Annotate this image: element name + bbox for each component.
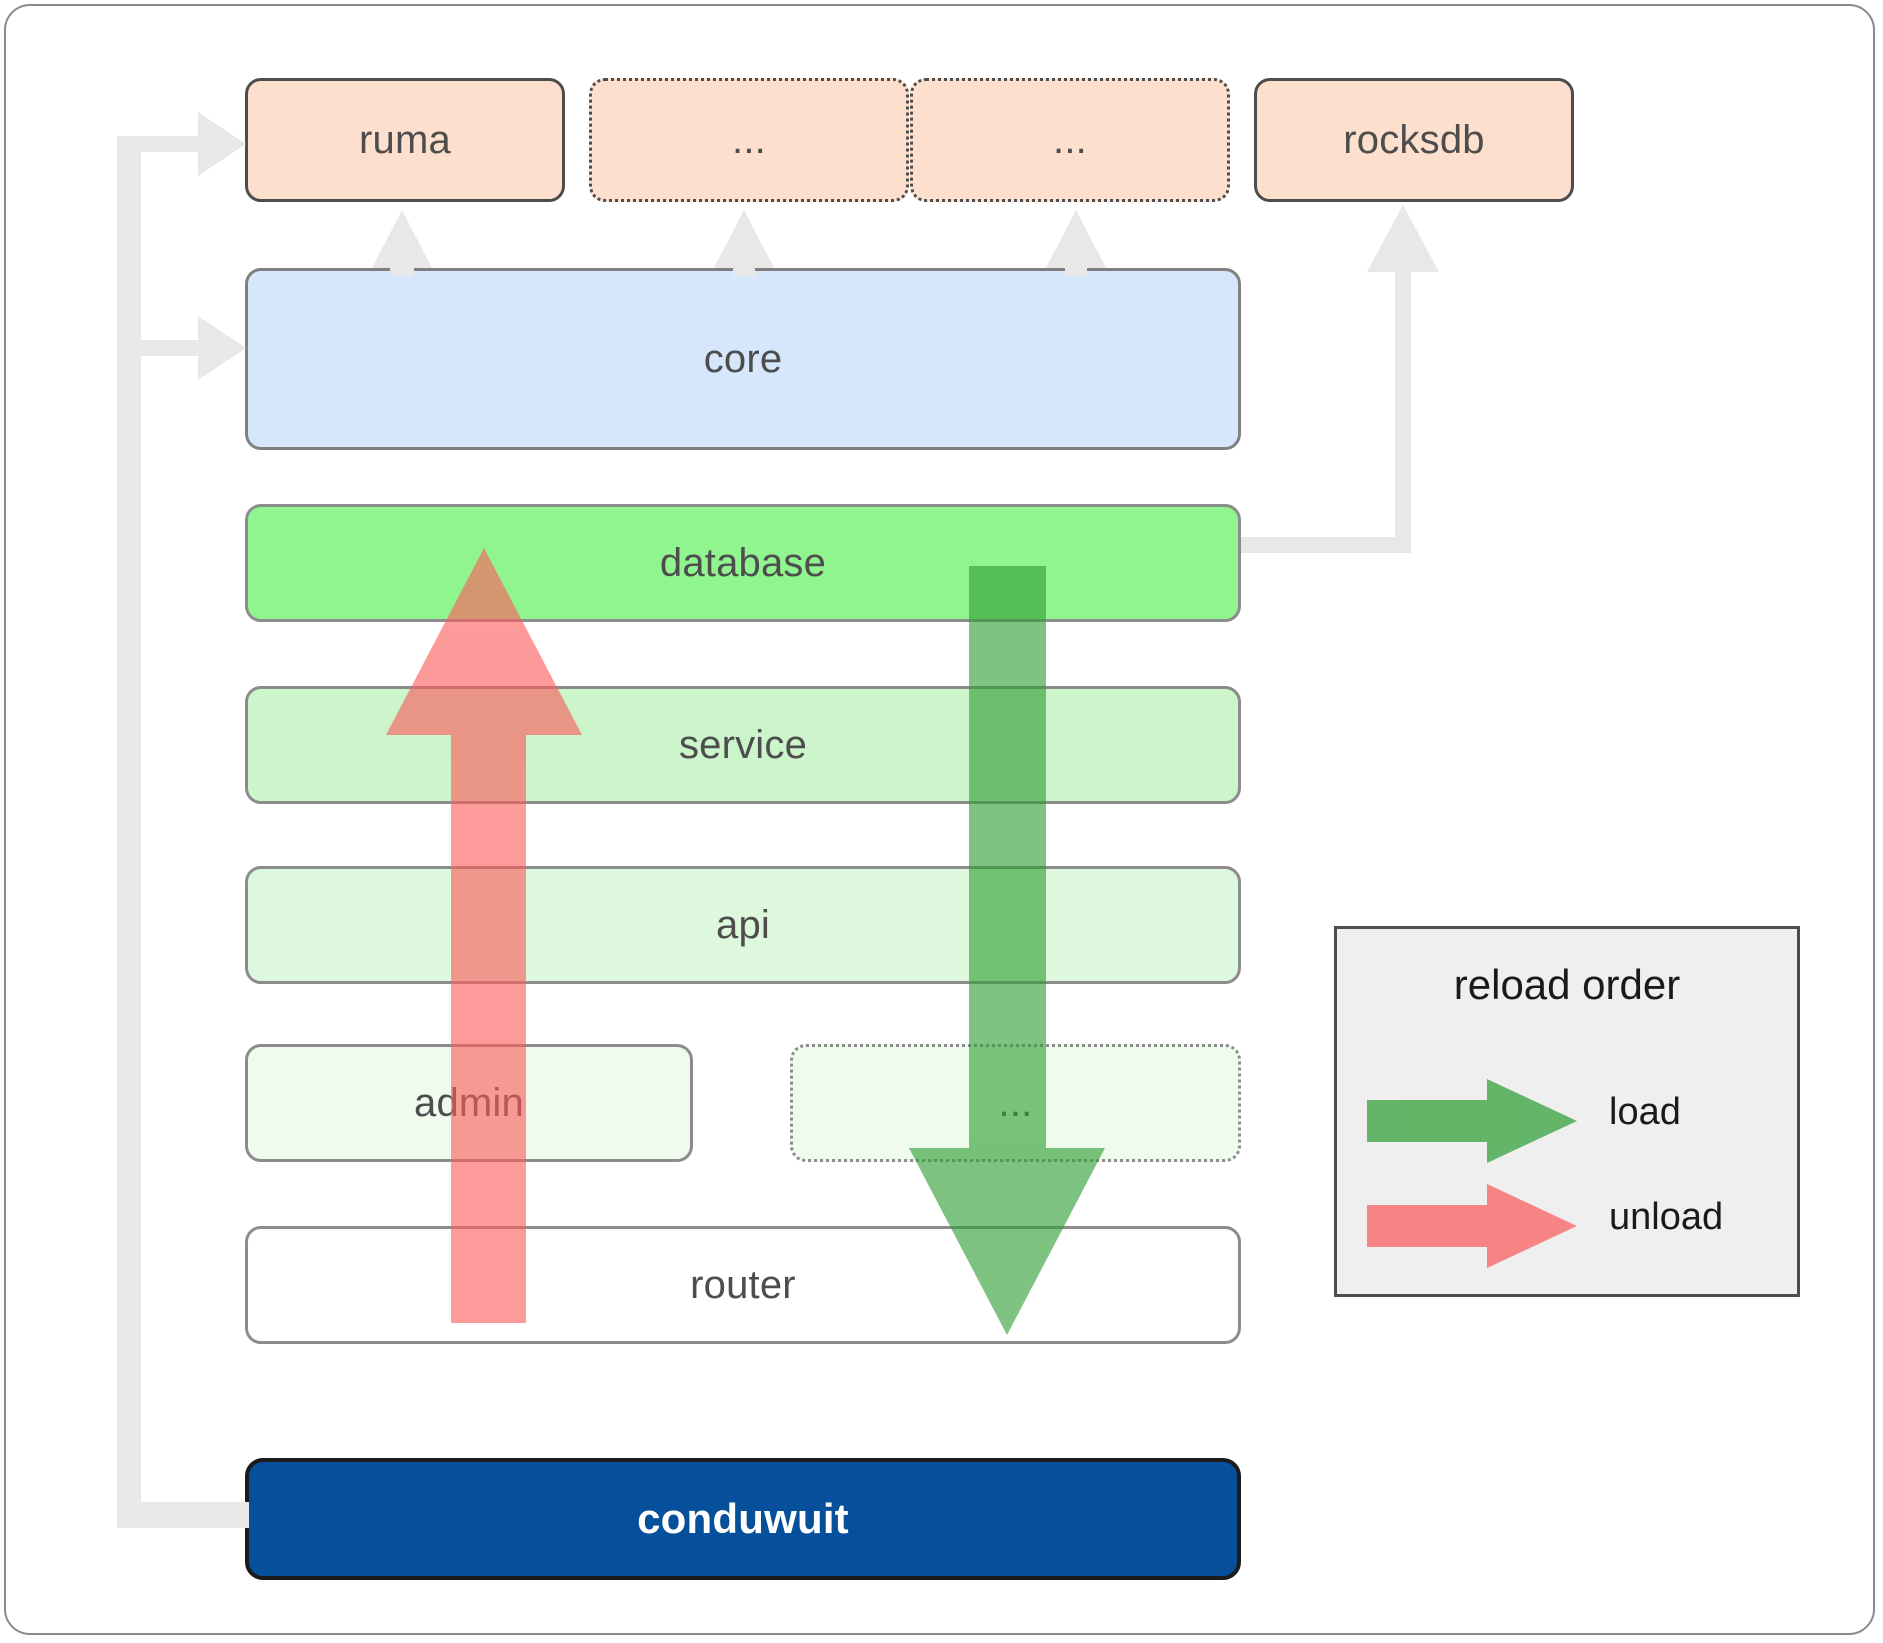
legend-unload-arrow-icon xyxy=(1367,1184,1577,1268)
dependency-label-dep-a: ... xyxy=(732,117,766,162)
layer-box-api[interactable]: api xyxy=(245,866,1241,984)
legend-panel: reload order load unload xyxy=(1334,926,1800,1297)
legend-load-arrow-icon xyxy=(1367,1079,1577,1163)
layer-box-admin[interactable]: admin xyxy=(245,1044,693,1162)
app-box-conduwuit[interactable]: conduwuit xyxy=(245,1458,1241,1580)
dependency-label-dep-b: ... xyxy=(1053,117,1087,162)
dependency-label-ruma: ruma xyxy=(359,117,451,162)
core-label: core xyxy=(703,336,783,381)
app-label-conduwuit: conduwuit xyxy=(637,1495,849,1542)
layer-label-admin: admin xyxy=(414,1080,524,1125)
core-box[interactable]: core xyxy=(245,268,1241,450)
legend-row-load: load xyxy=(1337,1079,1803,1163)
layer-label-api: api xyxy=(716,902,770,947)
layer-label-service: service xyxy=(678,722,808,767)
diagram-frame xyxy=(4,4,1875,1635)
layer-label-database: database xyxy=(659,540,827,585)
layer-box-router[interactable]: router xyxy=(245,1226,1241,1344)
legend-title: reload order xyxy=(1453,961,1681,1008)
legend-row-unload: unload xyxy=(1337,1184,1803,1268)
dependency-box-dep-b[interactable]: ... xyxy=(910,78,1230,202)
layer-label-router: router xyxy=(690,1262,796,1307)
legend-label-load: load xyxy=(1609,1091,1681,1133)
layer-box-etc[interactable]: ... xyxy=(790,1044,1241,1162)
dependency-box-ruma[interactable]: ruma xyxy=(245,78,565,202)
layer-box-database[interactable]: database xyxy=(245,504,1241,622)
layer-box-service[interactable]: service xyxy=(245,686,1241,804)
dependency-box-dep-a[interactable]: ... xyxy=(589,78,909,202)
dependency-box-rocksdb[interactable]: rocksdb xyxy=(1254,78,1574,202)
legend-label-unload: unload xyxy=(1609,1196,1724,1238)
layer-label-etc: ... xyxy=(998,1080,1033,1125)
dependency-label-rocksdb: rocksdb xyxy=(1343,117,1485,162)
